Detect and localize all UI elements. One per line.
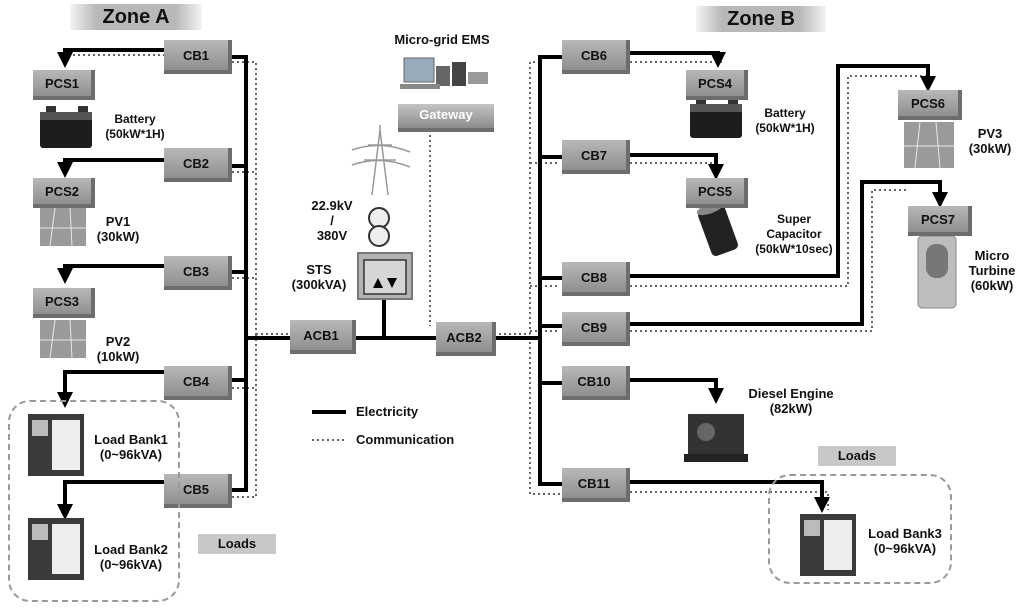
load-bank3-name: Load Bank3: [868, 526, 942, 541]
ems-title: Micro-grid EMS: [394, 32, 490, 47]
pcs4-box: PCS4: [686, 70, 748, 100]
cb9-box: CB9: [562, 312, 630, 346]
cb1-box: CB1: [164, 40, 232, 74]
loads-a-tag: Loads: [198, 534, 276, 554]
load-bank1-icon: [28, 414, 84, 476]
load-bank2-icon: [28, 518, 84, 580]
pv3-panel-icon: [904, 121, 954, 169]
zone-a-title: Zone A: [70, 4, 202, 30]
legend-communication-label: Communication: [356, 432, 455, 447]
pv2-rating: (10kW): [96, 349, 140, 364]
pcs2-box: PCS2: [33, 178, 95, 208]
cb5-box: CB5: [164, 474, 232, 508]
battery-b-name: Battery: [764, 106, 806, 120]
ems-computer-icon: [400, 57, 488, 89]
load-bank2-rating: (0~96kVA): [99, 557, 163, 572]
load-bank3-label: Load Bank3 (0~96kVA): [862, 526, 948, 556]
cb8-box: CB8: [562, 262, 630, 296]
sts-name: STS: [306, 262, 332, 277]
micro-turbine-rating: (60kW): [970, 278, 1014, 293]
supercapacitor-name-2: Capacitor: [766, 227, 822, 241]
cb7-box: CB7: [562, 140, 630, 174]
electricity-lines: [230, 55, 565, 492]
micro-turbine-icon: [917, 235, 957, 309]
diesel-engine-name: Diesel Engine: [748, 386, 834, 401]
pv1-name: PV1: [105, 214, 131, 229]
pv3-name: PV3: [977, 126, 1003, 141]
micro-turbine-name-1: Micro: [974, 248, 1010, 263]
transformer-primary: 22.9kV: [311, 198, 353, 213]
battery-a-label: Battery (50kW*1H): [100, 112, 170, 142]
load-bank3-icon: [800, 514, 856, 576]
diesel-engine-rating: (82kW): [769, 401, 813, 416]
transformer-icon: [368, 207, 390, 247]
feeder-lines: [57, 48, 948, 520]
sts-label: STS (300kVA): [284, 262, 354, 292]
supercapacitor-rating: (50kW*10sec): [755, 242, 833, 256]
battery-a-rating: (50kW*1H): [105, 127, 165, 141]
loads-b-group: [768, 474, 952, 584]
supercapacitor-name-1: Super: [776, 212, 811, 226]
cb2-box: CB2: [164, 148, 232, 182]
cb11-box: CB11: [562, 468, 630, 502]
supercapacitor-label: Super Capacitor (50kW*10sec): [744, 212, 844, 257]
cb3-box: CB3: [164, 256, 232, 290]
cb10-box: CB10: [562, 366, 630, 400]
cb6-box: CB6: [562, 40, 630, 74]
battery-b-label: Battery (50kW*1H): [750, 106, 820, 136]
battery-a-name: Battery: [114, 112, 156, 126]
pcs6-box: PCS6: [898, 90, 962, 120]
pcs3-box: PCS3: [33, 288, 95, 318]
diesel-engine-icon: [684, 414, 748, 462]
pv2-panel-icon: [40, 319, 86, 359]
pcs1-box: PCS1: [33, 70, 95, 100]
pv3-label: PV3 (30kW): [960, 126, 1020, 156]
zone-b-title: Zone B: [696, 6, 826, 32]
loads-a-group: [8, 400, 180, 602]
pv3-rating: (30kW): [968, 141, 1012, 156]
transformer-secondary: 380V: [316, 228, 348, 243]
gateway-box: Gateway: [398, 104, 494, 132]
diesel-engine-label: Diesel Engine (82kW): [742, 386, 840, 416]
micro-turbine-name-2: Turbine: [968, 263, 1016, 278]
load-bank2-label: Load Bank2 (0~96kVA): [88, 542, 174, 572]
sts-icon: [357, 252, 413, 300]
acb1-box: ACB1: [290, 320, 356, 354]
pv1-panel-icon: [40, 207, 86, 247]
pv2-label: PV2 (10kW): [88, 334, 148, 364]
pv1-label: PV1 (30kW): [88, 214, 148, 244]
pv2-name: PV2: [105, 334, 131, 349]
sts-rating: (300kVA): [291, 277, 347, 292]
pcs7-box: PCS7: [908, 206, 972, 236]
battery-icon: [40, 106, 92, 148]
transformer-label: 22.9kV / 380V: [300, 198, 364, 243]
transformer-slash: /: [330, 213, 334, 228]
load-bank1-label: Load Bank1 (0~96kVA): [88, 432, 174, 462]
loads-b-tag: Loads: [818, 446, 896, 466]
load-bank3-rating: (0~96kVA): [873, 541, 937, 556]
load-bank2-name: Load Bank2: [94, 542, 168, 557]
battery-b-icon: [690, 98, 742, 138]
load-bank1-name: Load Bank1: [94, 432, 168, 447]
battery-b-rating: (50kW*1H): [755, 121, 815, 135]
load-bank1-rating: (0~96kVA): [99, 447, 163, 462]
pv1-rating: (30kW): [96, 229, 140, 244]
cb4-box: CB4: [164, 366, 232, 400]
acb2-box: ACB2: [436, 322, 496, 356]
legend-electricity-label: Electricity: [356, 404, 419, 419]
transmission-tower-icon: [351, 125, 411, 196]
micro-turbine-label: Micro Turbine (60kW): [962, 248, 1022, 293]
pcs5-box: PCS5: [686, 178, 748, 208]
